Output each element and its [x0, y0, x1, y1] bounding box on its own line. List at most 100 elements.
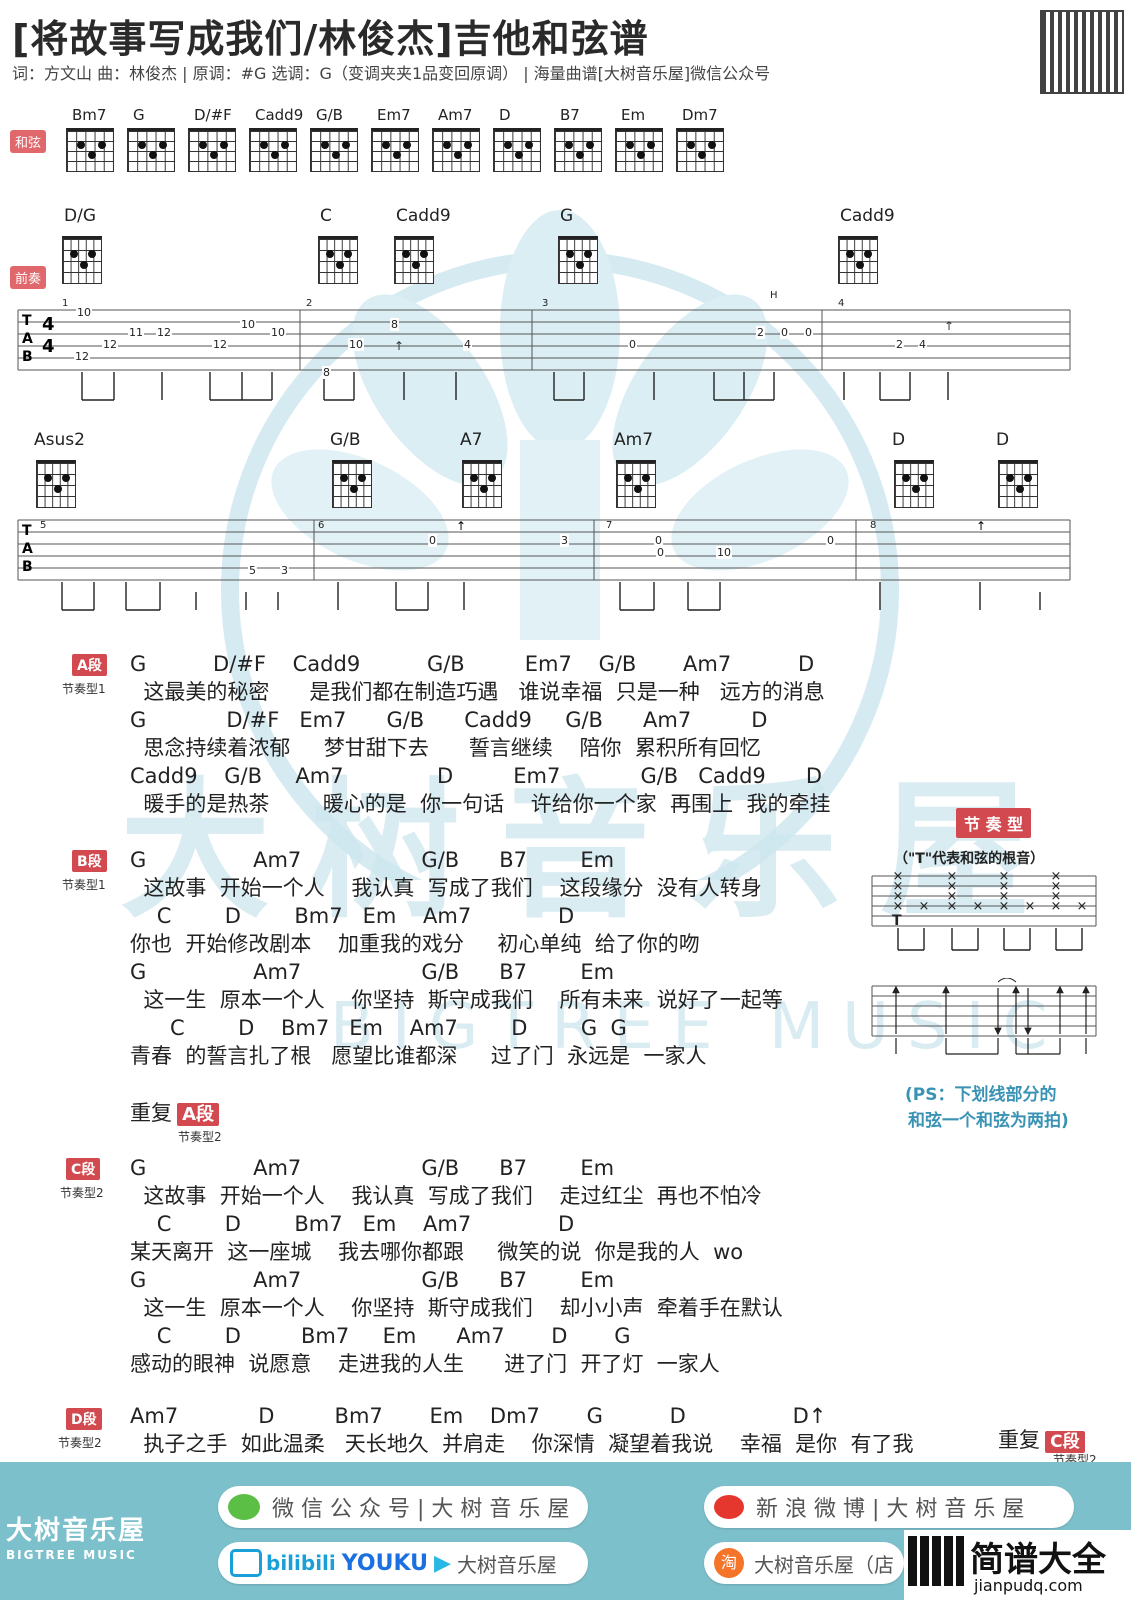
finger-dot — [341, 141, 350, 149]
finger-dot — [463, 141, 472, 149]
chord-line: G D/#F Em7 G/B Cadd9 G/B Am7 D — [130, 708, 768, 732]
svg-text:▲: ▲ — [1056, 984, 1064, 995]
lyric-line: 青春 的誓言扎了根 愿望比谁都深 过了门 永远是 一家人 — [130, 1044, 707, 1068]
svg-text:▼: ▼ — [994, 1026, 1002, 1037]
svg-text:▼: ▼ — [1024, 1026, 1032, 1037]
finger-dot — [402, 250, 411, 259]
finger-dot — [271, 151, 280, 159]
svg-text:▲: ▲ — [942, 984, 950, 995]
chord-diagram — [616, 460, 656, 508]
piano-icon — [908, 1536, 964, 1586]
finger-dot — [320, 141, 329, 149]
section-c-rhythm: 节奏型2 — [60, 1186, 104, 1200]
finger-dot — [335, 261, 344, 270]
finger-dot — [454, 151, 463, 159]
wechat-pill[interactable]: 微 信 公 众 号 | 大 树 音 乐 屋 — [218, 1486, 588, 1528]
wechat-text: 微 信 公 众 号 | 大 树 音 乐 屋 — [272, 1497, 570, 1522]
chord-diagram — [249, 128, 297, 172]
svg-text:×: × — [893, 899, 904, 914]
chord-line: C D Bm7 Em Am7 D — [130, 1212, 575, 1236]
svg-text:×: × — [999, 869, 1010, 884]
finger-dot — [442, 141, 451, 149]
finger-dot — [487, 474, 496, 483]
chord-lyric-line: G Am7 G/B B7 Em 这一生 原本一个人 你坚持 斯守成我们 所有未来… — [130, 960, 850, 1016]
finger-dot — [53, 485, 62, 494]
finger-dot — [625, 141, 634, 149]
ps-note-1: (PS：下划线部分的 — [905, 1085, 1057, 1105]
video-pill[interactable]: bilibili YOUKU ▶ 大树音乐屋 — [218, 1542, 588, 1584]
finger-dot — [357, 474, 366, 483]
chord-bar-name: Bm7 — [72, 106, 107, 124]
repeat-a-tag: A段 — [177, 1103, 220, 1126]
site-name: 简谱大全 — [970, 1540, 1106, 1580]
finger-dot — [70, 250, 79, 259]
svg-text:4: 4 — [42, 314, 55, 335]
section-d: Am7 D Bm7 Em Dm7 G D D↑ 执子之手 如此温柔 天长地久 并… — [130, 1404, 970, 1460]
taobao-pill[interactable]: 淘 大树音乐屋（店 — [704, 1542, 904, 1584]
finger-dot — [470, 474, 479, 483]
intro-chord-name: G/B — [330, 430, 361, 450]
finger-dot — [402, 141, 411, 149]
chord-lyric-line: G Am7 G/B B7 Em 这故事 开始一个人 我认真 写成了我们 走过红尘… — [130, 1156, 850, 1212]
svg-text:4: 4 — [42, 336, 55, 357]
svg-text:×: × — [973, 899, 984, 914]
chord-diagram — [318, 236, 358, 284]
bilibili-text: bilibili — [266, 1551, 336, 1575]
finger-dot — [393, 151, 402, 159]
svg-text:×: × — [947, 869, 958, 884]
finger-dot — [515, 151, 524, 159]
lyric-line: 这最美的秘密 是我们都在制造巧遇 谁说幸福 只是一种 远方的消息 — [130, 680, 825, 704]
chord-lyric-line: G D/#F Em7 G/B Cadd9 G/B Am7 D 思念持续着浓郁 梦… — [130, 708, 950, 764]
section-c: G Am7 G/B B7 Em 这故事 开始一个人 我认真 写成了我们 走过红尘… — [130, 1156, 850, 1380]
chord-lyric-line: Am7 D Bm7 Em Dm7 G D D↑ 执子之手 如此温柔 天长地久 并… — [130, 1404, 970, 1460]
svg-text:T: T — [22, 523, 32, 539]
chord-diagram — [558, 236, 598, 284]
weibo-pill[interactable]: 新 浪 微 博 | 大 树 音 乐 屋 — [704, 1486, 1074, 1528]
svg-text:▲: ▲ — [1082, 984, 1090, 995]
chord-lyric-line: G Am7 G/B B7 Em 这一生 原本一个人 你坚持 斯守成我们 却小小声… — [130, 1268, 850, 1324]
svg-text:B: B — [22, 559, 33, 575]
chord-lyric-line: G Am7 G/B B7 Em 这故事 开始一个人 我认真 写成了我们 这段缘分… — [130, 848, 850, 904]
intro-chord-name: D — [892, 430, 906, 450]
finger-dot — [919, 474, 928, 483]
chord-line: Am7 D Bm7 Em Dm7 G D D↑ — [130, 1404, 827, 1428]
intro-chord-name: G — [560, 206, 574, 226]
chord-diagram — [127, 128, 175, 172]
chord-diagram — [66, 128, 114, 172]
intro-chord-name: Cadd9 — [840, 206, 895, 226]
rhythm-box-title: 节 奏 型 — [956, 808, 1032, 838]
section-b-rhythm: 节奏型1 — [62, 878, 106, 892]
finger-dot — [575, 261, 584, 270]
site-url: jianpudq.com — [974, 1576, 1083, 1595]
finger-dot — [210, 151, 219, 159]
intro-chord-name: Asus2 — [34, 430, 85, 450]
repeat-a-rhythm: 节奏型2 — [178, 1130, 222, 1144]
finger-dot — [198, 141, 207, 149]
svg-text:▲: ▲ — [892, 984, 900, 995]
weibo-text: 新 浪 微 博 | 大 树 音 乐 屋 — [756, 1497, 1025, 1522]
wechat-icon — [228, 1494, 260, 1520]
chord-line: C D Bm7 Em Am7 D G — [130, 1324, 631, 1348]
chord-line: G Am7 G/B B7 Em — [130, 960, 615, 984]
svg-text:↑: ↑ — [394, 339, 404, 353]
svg-text:A: A — [22, 331, 33, 347]
rhythm-pattern-2: ▲▲▲ ▲▲▼▼ — [870, 977, 1100, 1058]
svg-text:×: × — [1051, 899, 1062, 914]
svg-text:↑: ↑ — [976, 519, 986, 533]
svg-text:×: × — [919, 899, 930, 914]
chord-diagram — [998, 460, 1038, 508]
watermark-text: 大树音乐屋 — [120, 765, 1071, 939]
finger-dot — [97, 141, 106, 149]
chord-line: C D Bm7 Em Am7 D — [130, 904, 575, 928]
chord-bar-name: D — [499, 106, 511, 124]
section-d-rhythm: 节奏型2 — [58, 1436, 102, 1450]
page-title: [将故事写成我们/林俊杰]吉他和弦谱 — [12, 17, 649, 61]
svg-text:T: T — [22, 313, 32, 329]
site-badge[interactable]: 简谱大全 jianpudq.com — [904, 1530, 1131, 1600]
svg-text:×: × — [999, 889, 1010, 904]
finger-dot — [1006, 474, 1015, 483]
lyric-line: 感动的眼神 说愿意 走进我的人生 进了门 开了灯 一家人 — [130, 1352, 720, 1376]
footer-brand-en: BIGTREE MUSIC — [6, 1548, 137, 1562]
